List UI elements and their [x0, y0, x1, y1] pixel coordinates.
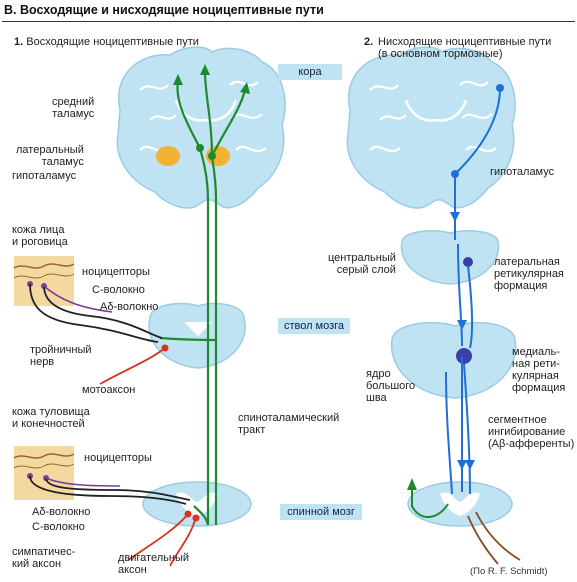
header: B. Восходящие и нисходящие ноцицептивные… [0, 0, 577, 22]
adelta-fiber-label-1: Аδ-волокно [100, 301, 159, 313]
hypothalamus-label-right: гипоталамус [490, 166, 555, 178]
face-skin-tissue [13, 256, 75, 306]
left-brain [116, 46, 286, 209]
middle-thalamus-label: средний таламус [52, 96, 95, 120]
nociceptors-label-2: ноцицепторы [84, 452, 152, 464]
hypothalamus-label-left: гипоталамус [12, 170, 77, 182]
motor-axon-label-2: двигательный аксон [118, 552, 189, 576]
left-panel-number: 1. [14, 36, 24, 48]
right-brainstem-upper [400, 230, 500, 285]
spinal-cord-box: спинной мозг [280, 504, 362, 520]
left-panel-title: 1. Восходящие ноцицептивные пути [14, 36, 199, 48]
right-panel-title-text: Нисходящие ноцицептивные пути (в основно… [378, 36, 552, 60]
sympathetic-axon-label: симпатичес- кий аксон [12, 546, 76, 570]
right-spinal-cord [407, 481, 513, 527]
nociceptors-label-1: ноцицепторы [82, 266, 150, 278]
left-panel-title-text: Восходящие ноцицептивные пути [26, 36, 199, 48]
header-rule [2, 21, 575, 22]
left-brainstem [148, 302, 246, 369]
brainstem-box: ствол мозга [278, 318, 350, 334]
right-panel-title: 2. [364, 36, 373, 48]
motor-axon-label: мотоаксон [82, 384, 136, 396]
trunk-skin-label: кожа туловища и конечностей [12, 406, 90, 430]
adelta-fiber-label-2: Аδ-волокно [32, 506, 91, 518]
right-brainstem-lower [390, 321, 517, 399]
trunk-skin-tissue [13, 446, 75, 500]
right-brain [346, 46, 516, 209]
ascending-arrows [173, 64, 250, 94]
segmental-inhibition-label: сегментное ингибирование (Аβ-афференты) [488, 414, 575, 450]
page-title: B. Восходящие и нисходящие ноцицептивные… [4, 3, 324, 17]
descending-pathways [445, 87, 501, 495]
central-gray-label: центральный серый слой [328, 252, 396, 276]
lateral-reticular-label: латеральная ретикулярная формация [494, 256, 564, 292]
right-panel-number: 2. [364, 36, 374, 48]
raphe-label: ядро большого шва [366, 368, 416, 404]
afferent-purple [43, 285, 121, 487]
credit: (По R. F. Schmidt) [470, 566, 548, 577]
face-skin-label: кожа лица и роговица [12, 224, 68, 248]
trigeminal-label: тройничный нерв [30, 344, 92, 368]
c-fiber-label-2: С-волокно [32, 521, 85, 533]
descending-arrows [450, 212, 475, 470]
descending-green-reflex [411, 486, 449, 518]
spinothalamic-label: спиноталамический тракт [238, 412, 340, 436]
descending-motor [467, 511, 521, 565]
afferent-fibers [29, 283, 191, 505]
medial-reticular-label: медиаль- ная рети- кулярная формация [512, 346, 566, 394]
lateral-thalamus-label: латеральный таламус [16, 144, 84, 168]
cortex-box: кора [278, 64, 342, 80]
ascending-pathways [159, 71, 247, 526]
c-fiber-label-1: С-волокно [92, 284, 145, 296]
